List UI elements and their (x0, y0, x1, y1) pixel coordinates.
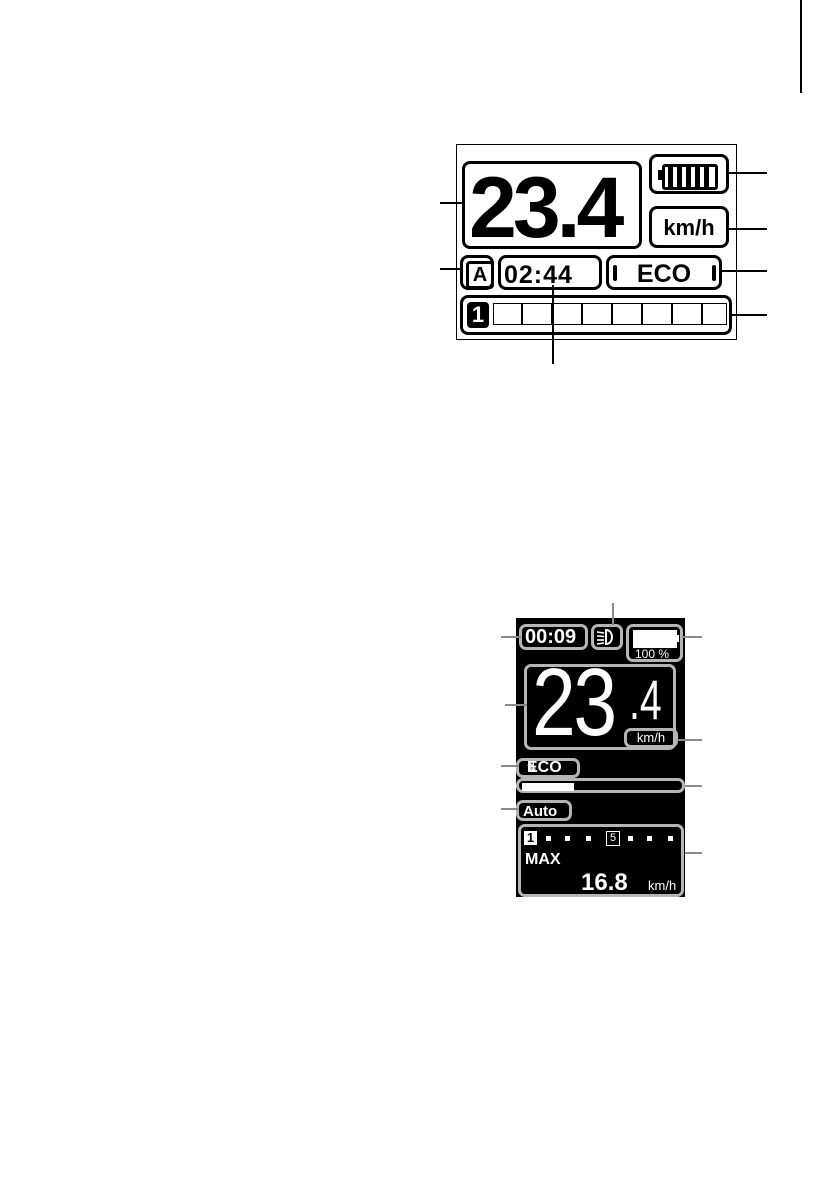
assist-mode-box: ⇅ECO (516, 758, 580, 778)
gear-segment (493, 303, 523, 325)
max-speed: 16.8 (581, 869, 628, 897)
speed-readout-box: 23.4 (462, 161, 642, 249)
callout-line-headlight (612, 603, 614, 625)
speed-unit-box: km/h (649, 206, 729, 248)
callout-line-assist-mode (501, 765, 519, 767)
speed-unit: km/h (627, 731, 675, 745)
mode-bracket-right-icon (712, 265, 716, 281)
callout-line-shift-mode (501, 808, 519, 810)
callout-line-assist-mode (720, 270, 767, 272)
trip-time: 00:09 (525, 626, 576, 649)
assist-level-bar (516, 778, 685, 793)
callout-line-battery (682, 636, 702, 638)
gear-dot (565, 836, 570, 841)
battery-indicator-box (649, 154, 729, 194)
callout-line-gear-bar (731, 314, 767, 316)
battery-percent: 100 % (635, 647, 669, 661)
speed-decimal: .4 (629, 665, 662, 735)
assist-mode-label: ⇅ECO (523, 760, 532, 778)
callout-line-gear-info (685, 852, 702, 854)
battery-full-icon (633, 630, 677, 648)
gear-info-box: 1 5 MAX 16.8 km/h (518, 824, 684, 897)
gear-number: 1 (467, 302, 489, 328)
callout-line-speed (505, 704, 527, 706)
gear-segment (521, 303, 553, 325)
callout-line-trip-time (501, 636, 521, 638)
assist-level-fill (522, 783, 574, 791)
gear-segment (641, 303, 673, 325)
assist-mode: ECO (527, 759, 562, 777)
assist-mode: ECO (609, 260, 719, 289)
speed-unit: km/h (652, 215, 726, 241)
gear-dot (647, 836, 652, 841)
gear-dot (628, 836, 633, 841)
battery-nub (676, 635, 679, 642)
shift-mode-box: Auto (516, 800, 572, 821)
speed-integer: 23 (532, 653, 615, 753)
headlight-indicator-box (591, 624, 623, 650)
callout-line-speed (440, 202, 462, 204)
assist-indicator: A (466, 261, 494, 289)
shift-mode: Auto (523, 803, 557, 820)
monochrome-display: 23.4 km/h A 02:44 ECO 1 (456, 144, 737, 340)
gear-segment (701, 303, 727, 325)
callout-line-assist-bar (685, 785, 702, 787)
speed-value: 23.4 (469, 158, 620, 258)
gear-segment (671, 303, 703, 325)
trip-time: 02:44 (504, 261, 573, 290)
trip-time-box: 02:44 (498, 255, 602, 290)
assist-indicator-box: A (460, 255, 494, 290)
gear-dot (546, 836, 551, 841)
gear-segment (551, 303, 583, 325)
callout-line-assist-indicator (440, 268, 462, 270)
callout-line-unit (727, 228, 767, 230)
assist-mode-box: ECO (606, 255, 722, 290)
gear-dot (586, 836, 591, 841)
gear-dot (668, 836, 673, 841)
speed-unit-box: km/h (624, 728, 678, 748)
gear-position-bar: 1 (460, 295, 732, 335)
gear-segment (611, 303, 643, 325)
max-label: MAX (525, 851, 561, 869)
max-speed-unit: km/h (648, 878, 676, 893)
color-display: 00:09 100 % 23 .4 km/h ⇅ECO Auto 1 (516, 618, 685, 897)
gear-marked: 5 (606, 831, 620, 846)
headlight-icon (594, 627, 620, 647)
page-edge-rule (800, 0, 802, 93)
callout-line-battery (727, 172, 767, 174)
callout-line-trip-time (552, 285, 554, 364)
gear-current: 1 (524, 831, 537, 845)
gear-segment (581, 303, 613, 325)
trip-time-box: 00:09 (519, 624, 588, 650)
battery-indicator-box: 100 % (626, 624, 683, 662)
callout-line-unit (677, 739, 702, 741)
